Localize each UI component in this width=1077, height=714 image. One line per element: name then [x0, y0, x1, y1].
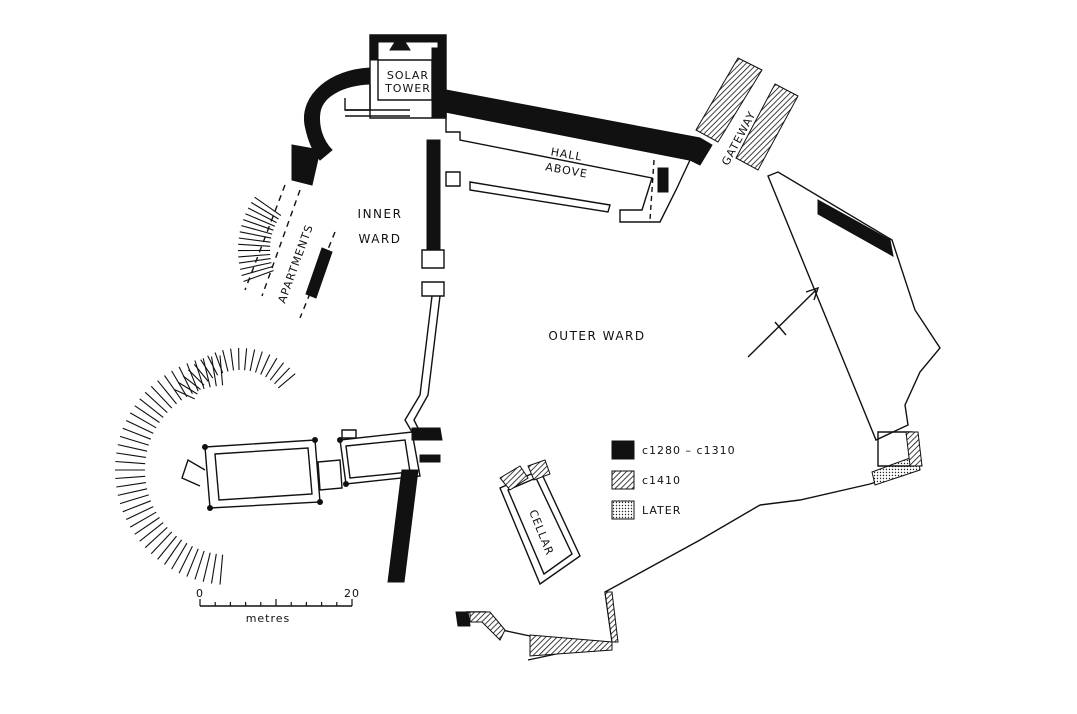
- south-range: [181, 427, 443, 583]
- hachure-line: [230, 348, 235, 371]
- hachure-line: [239, 262, 272, 270]
- hachure-line: [129, 511, 157, 528]
- hachure-line: [214, 352, 224, 374]
- hachure-line: [238, 237, 271, 243]
- hachure-line: [219, 554, 224, 585]
- legend-swatch-stippled: [611, 500, 635, 520]
- scale-start: 0: [196, 587, 204, 600]
- hachure-line: [186, 548, 199, 577]
- hachure-line: [139, 398, 164, 418]
- hachure-line: [122, 500, 151, 513]
- hachure-line: [150, 531, 173, 555]
- hachure-line: [241, 225, 273, 235]
- hachure-line: [188, 369, 205, 386]
- legend: c1280 – c1310 c1410 LATER: [611, 440, 736, 520]
- hachure-line: [174, 389, 195, 400]
- scale-end: 20: [344, 587, 360, 600]
- hachure-line: [254, 351, 263, 373]
- hachure-line: [210, 553, 217, 584]
- hachure-line: [247, 207, 277, 224]
- hachure-line: [245, 213, 276, 227]
- scale-bar: 0 20 metres: [196, 587, 360, 625]
- hachure-line: [202, 552, 211, 582]
- hachure-line: [241, 266, 273, 277]
- hachure-line: [250, 202, 279, 220]
- hachure-line: [144, 526, 168, 549]
- label-inner: INNER: [358, 207, 403, 221]
- earthwork-hachures: [115, 196, 296, 585]
- hachure-line: [134, 405, 160, 423]
- north-arrow-icon: [747, 286, 820, 358]
- legend-label-1: c1410: [642, 474, 681, 487]
- hachure-line: [139, 522, 164, 542]
- hachure-line: [157, 380, 177, 405]
- hachure-line: [254, 196, 282, 217]
- gateway: [695, 57, 799, 171]
- hachure-line: [243, 219, 274, 231]
- hachure-line: [202, 358, 211, 388]
- hachure-line: [249, 349, 256, 372]
- hachure-line: [200, 359, 214, 379]
- hachure-line: [119, 435, 149, 446]
- hachure-line: [222, 349, 229, 372]
- hachure-line: [150, 385, 173, 409]
- outer-ward-curtain: [455, 171, 941, 661]
- hachure-line: [178, 382, 198, 395]
- hachure-line: [238, 253, 271, 258]
- hachure-line: [274, 367, 291, 385]
- hachure-line: [157, 535, 177, 560]
- hachure-line: [122, 427, 151, 440]
- legend-swatch-solid: [611, 440, 635, 460]
- label-cellar: CELLAR: [526, 508, 556, 558]
- hachure-line: [243, 269, 274, 283]
- hachure-line: [210, 356, 217, 387]
- hachure-line: [194, 550, 205, 580]
- hachure-line: [171, 542, 188, 570]
- hachure-line: [144, 391, 168, 414]
- hall-block: [445, 89, 713, 223]
- hachure-line: [134, 517, 160, 535]
- hachure-line: [193, 364, 209, 382]
- hachure-line: [164, 539, 183, 565]
- label-outer-ward: OUTER WARD: [548, 329, 645, 343]
- hachure-line: [269, 362, 285, 381]
- hachure-line: [117, 444, 148, 452]
- hachure-line: [119, 494, 149, 505]
- west-turret: [291, 67, 371, 186]
- hachure-line: [164, 375, 183, 401]
- hachure-line: [238, 243, 271, 247]
- label-hall: HALL: [550, 145, 584, 163]
- hachure-line: [116, 482, 146, 488]
- label-ward: WARD: [359, 232, 402, 246]
- hachure-line: [116, 452, 146, 458]
- hachure-line: [115, 475, 146, 480]
- hachure-line: [260, 354, 271, 375]
- solar-tower: [369, 34, 447, 119]
- label-solar: SOLAR: [387, 69, 429, 82]
- hachure-line: [182, 375, 201, 390]
- cellar: [499, 459, 581, 586]
- hachure-line: [129, 412, 157, 429]
- hachure-line: [207, 355, 219, 376]
- hachure-line: [244, 348, 248, 371]
- hachure-line: [178, 545, 193, 574]
- hachure-line: [171, 370, 188, 398]
- hachure-line: [265, 357, 278, 378]
- hachure-line: [277, 373, 296, 389]
- label-tower: TOWER: [384, 82, 431, 95]
- legend-label-0: c1280 – c1310: [642, 444, 736, 457]
- hachure-line: [117, 488, 148, 496]
- inner-ward-walls: [345, 109, 445, 433]
- hachure-line: [115, 460, 146, 465]
- hachure-line: [125, 506, 154, 520]
- hachure-line: [238, 258, 271, 264]
- hachure-line: [239, 231, 272, 239]
- legend-swatch-hatched: [611, 470, 635, 490]
- scale-unit: metres: [246, 612, 291, 625]
- legend-label-2: LATER: [642, 504, 681, 517]
- hachure-line: [125, 420, 154, 434]
